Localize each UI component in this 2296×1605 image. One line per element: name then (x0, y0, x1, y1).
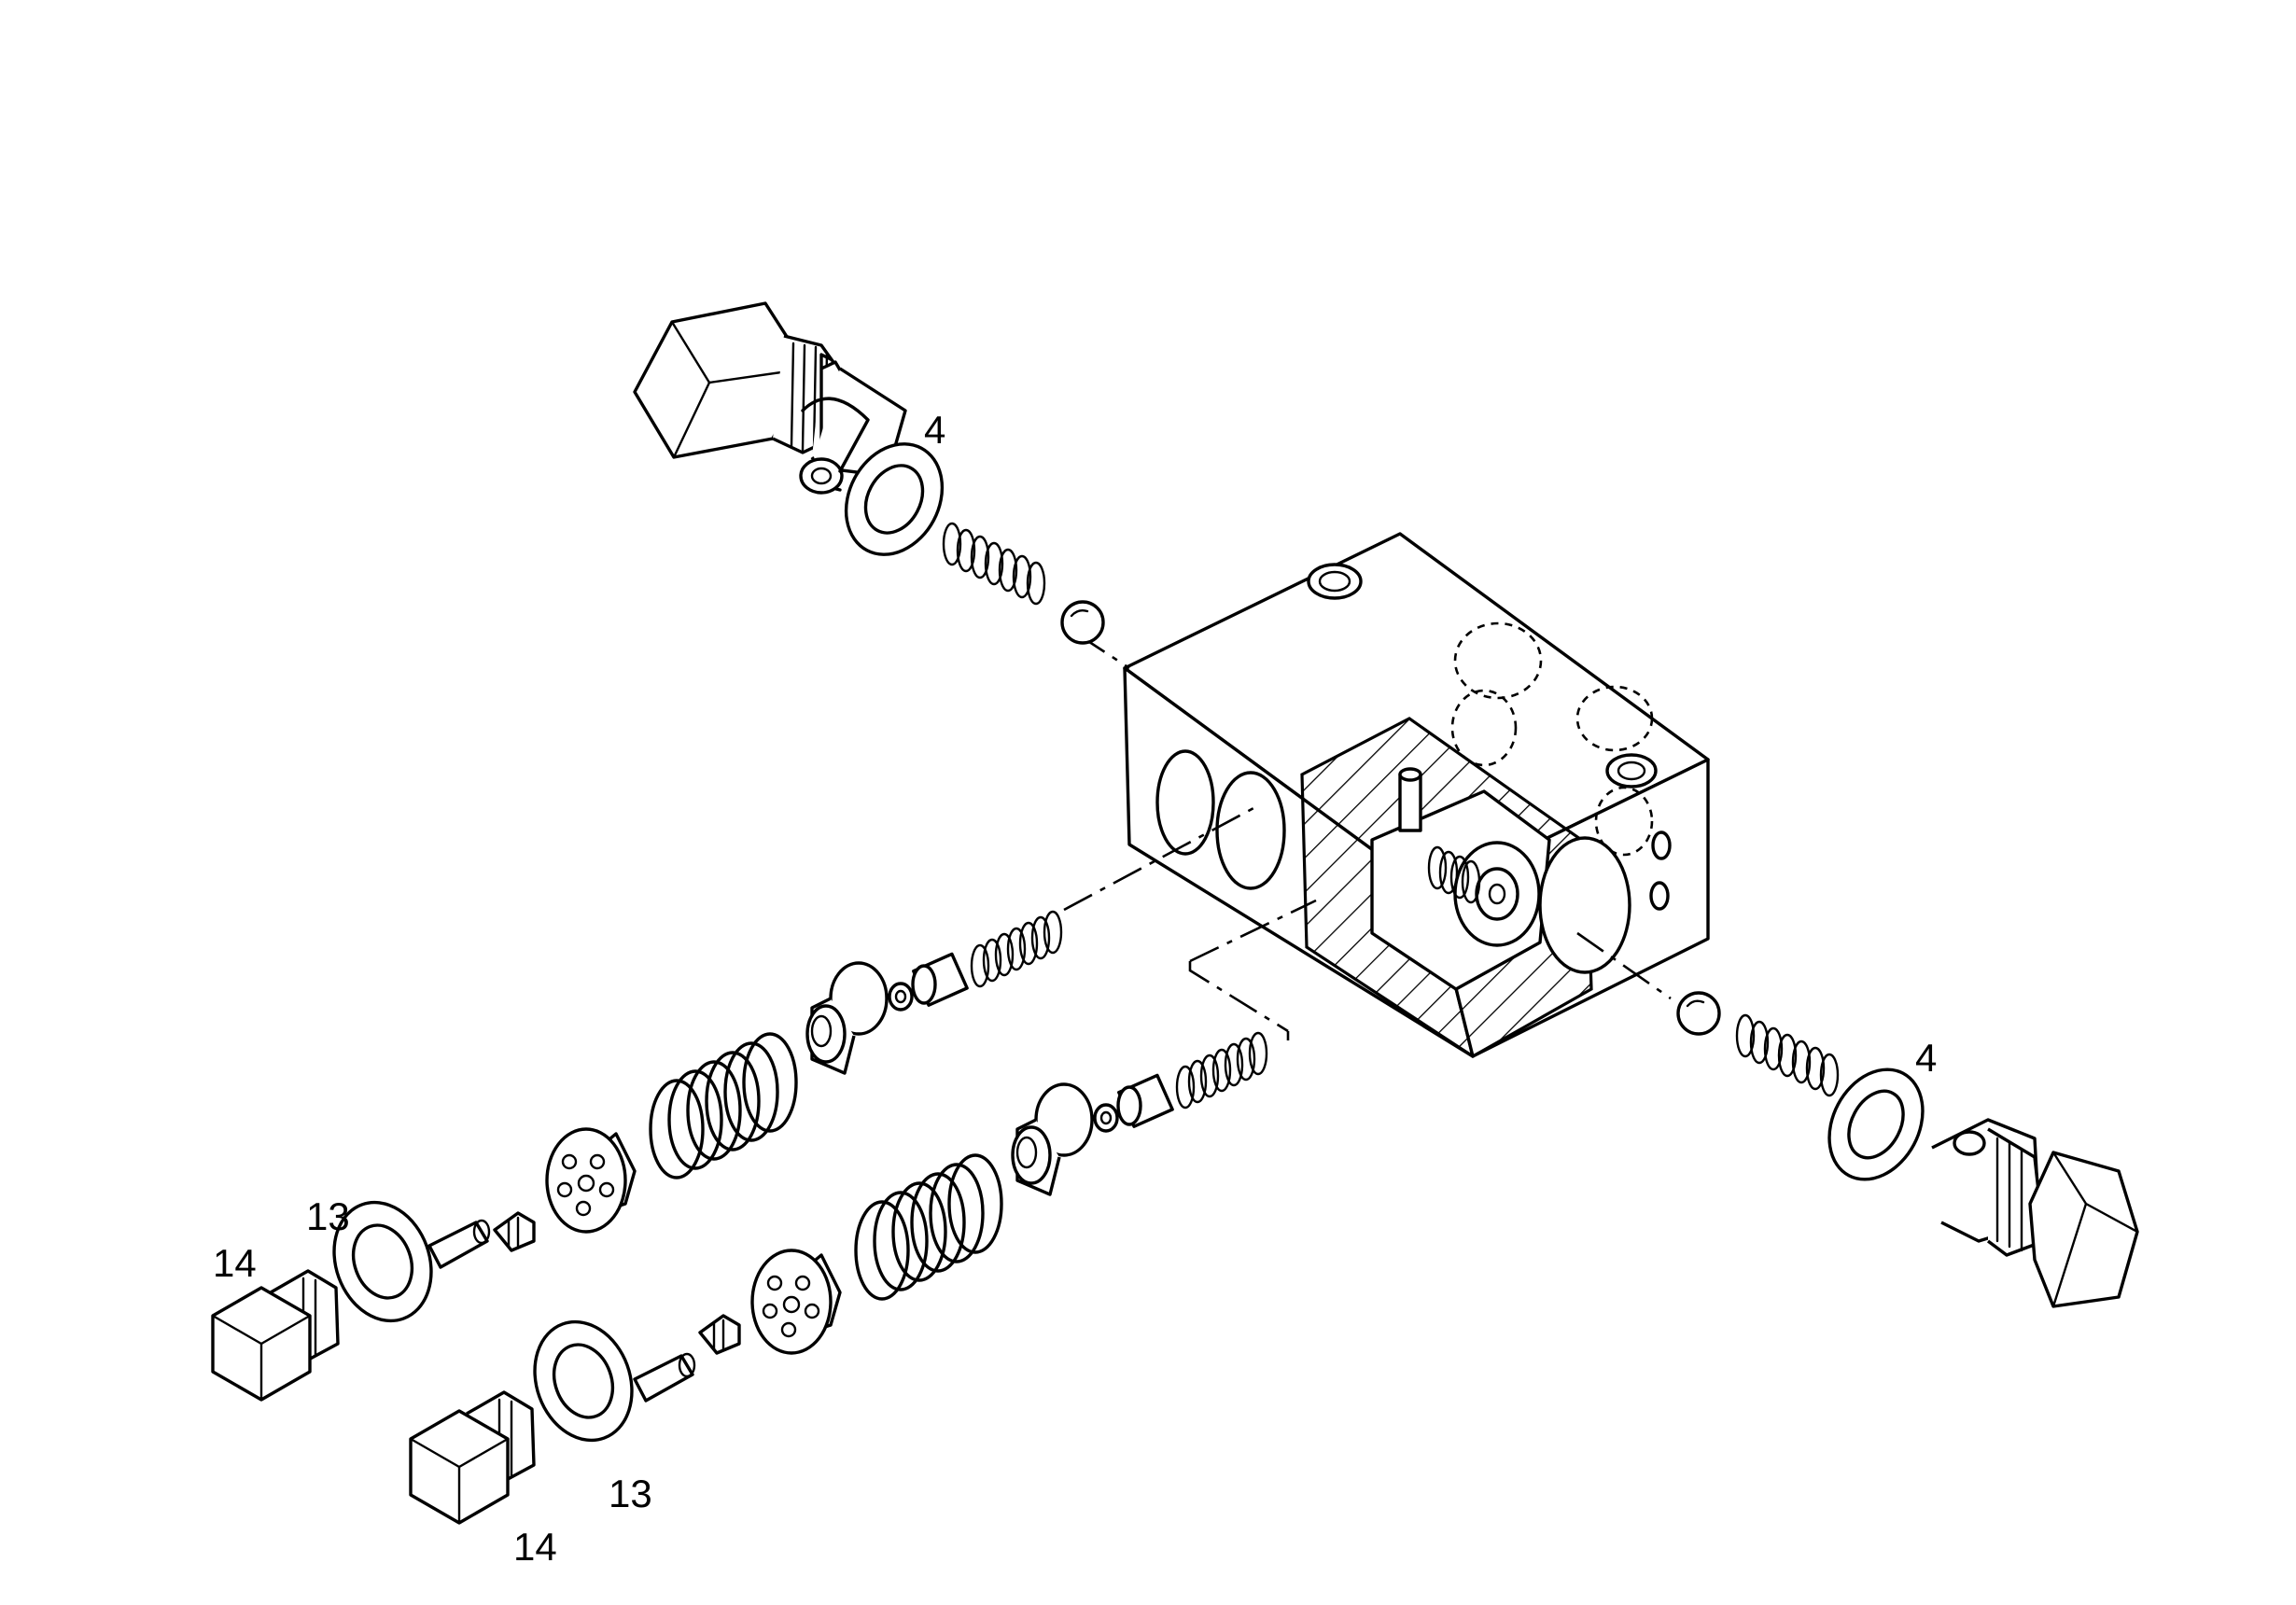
spring-upper-small (970, 910, 1063, 988)
seat-lower (1011, 1082, 1094, 1196)
top-relief-plug (633, 301, 907, 495)
callout-4-top: 4 (924, 408, 945, 452)
plug-14-lower (409, 1390, 536, 1525)
callout-13-lower: 13 (609, 1472, 652, 1515)
cone-pin-upper (493, 1211, 536, 1252)
callout-4-right: 4 (1915, 1036, 1937, 1080)
plug-14-upper (211, 1269, 340, 1402)
port-bore-center (1215, 771, 1286, 890)
callout-13-upper: 13 (306, 1194, 350, 1238)
right-relief-plug (1931, 1118, 2139, 1308)
cone-pin-lower (698, 1314, 741, 1355)
assembly-centerlines (1063, 633, 1672, 1040)
perforated-disc-upper (545, 1127, 637, 1234)
spring-lower-large (854, 1153, 1003, 1301)
ball-top (1060, 600, 1105, 645)
spring-top (942, 522, 1046, 606)
spring-lower-small (1175, 1031, 1268, 1110)
upper-cartridge (427, 910, 1063, 1269)
washer-13-lower (533, 1319, 634, 1443)
washer-13-upper (332, 1200, 433, 1323)
poppet-upper (888, 952, 969, 1012)
spring-right (1735, 1013, 1840, 1097)
callout-14-upper: 14 (213, 1241, 257, 1285)
perforated-disc-lower (750, 1249, 842, 1355)
seat-upper (805, 961, 889, 1075)
ball-right (1676, 991, 1721, 1036)
washer-4-top (844, 442, 945, 556)
callout-14-lower: 14 (513, 1525, 557, 1569)
poppet-lower (1093, 1073, 1174, 1133)
top-port-hole (1307, 563, 1363, 600)
port-bore-left (1155, 749, 1215, 856)
outlet-bore (1538, 836, 1631, 974)
washer-4-right (1827, 1068, 1925, 1181)
pin-upper (427, 1219, 491, 1269)
valve-block (1123, 532, 1710, 1058)
spring-upper-large (649, 1032, 798, 1179)
pin-lower (633, 1352, 696, 1403)
lower-cartridge (633, 1031, 1268, 1403)
